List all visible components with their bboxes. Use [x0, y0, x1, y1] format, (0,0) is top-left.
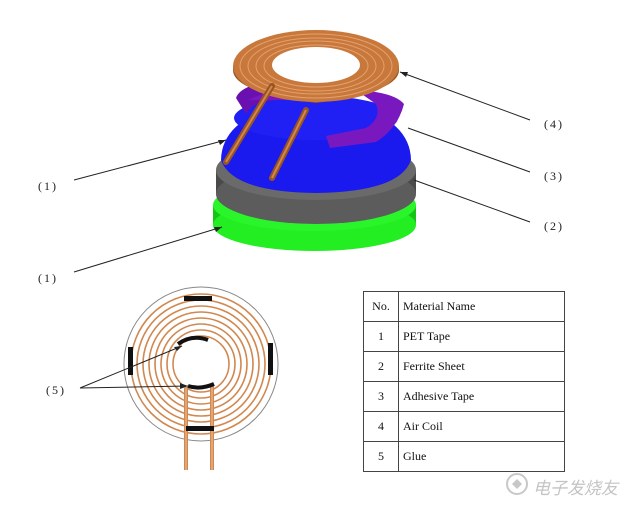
table-row: 1 PET Tape: [363, 321, 565, 352]
table-row: 5 Glue: [363, 441, 565, 472]
arrowhead-4: [400, 72, 408, 77]
callout-3: (3): [544, 169, 564, 183]
row-no: 3: [363, 381, 399, 412]
row-no: 1: [363, 321, 399, 352]
arrowhead-5b: [180, 383, 188, 389]
table-row: 2 Ferrite Sheet: [363, 351, 565, 382]
arrowhead-5a: [174, 346, 182, 351]
table-row: 4 Air Coil: [363, 411, 565, 442]
callout-1-bottom: (1): [38, 271, 58, 285]
callout-4: (4): [544, 117, 564, 131]
leader-1a: [73, 139, 227, 181]
leader-lines: [73, 71, 531, 273]
row-no: 2: [363, 351, 399, 382]
arrowhead-1b: [214, 227, 222, 232]
material-table: No. Material Name 1 PET Tape 2 Ferrite S…: [363, 291, 565, 472]
callout-2: (2): [544, 219, 564, 233]
row-material: PET Tape: [398, 321, 565, 352]
leader-3: [407, 127, 531, 173]
header-no: No.: [363, 291, 399, 322]
table-header-row: No. Material Name: [363, 291, 565, 322]
callout-5: (5): [46, 383, 66, 397]
leader-4: [399, 71, 531, 121]
air-coil-layer: [223, 30, 399, 181]
adhesive-tape-layer: [221, 96, 411, 193]
row-no: 5: [363, 441, 399, 472]
callout-1-top: (1): [38, 179, 58, 193]
arrowhead-1a: [218, 140, 226, 145]
row-material: Air Coil: [398, 411, 565, 442]
coil-top-view: [123, 286, 279, 470]
leader-5: [79, 345, 189, 389]
table-row: 3 Adhesive Tape: [363, 381, 565, 412]
row-material: Ferrite Sheet: [398, 351, 565, 382]
row-material: Adhesive Tape: [398, 381, 565, 412]
row-no: 4: [363, 411, 399, 442]
row-material: Glue: [398, 441, 565, 472]
watermark-text: 电子发烧友: [533, 479, 618, 499]
watermark-logo: 电子发烧友: [505, 471, 629, 499]
watermark-icon: [506, 473, 528, 495]
leader-2: [413, 179, 531, 223]
leader-1b: [73, 226, 223, 273]
header-material-name: Material Name: [398, 291, 565, 322]
